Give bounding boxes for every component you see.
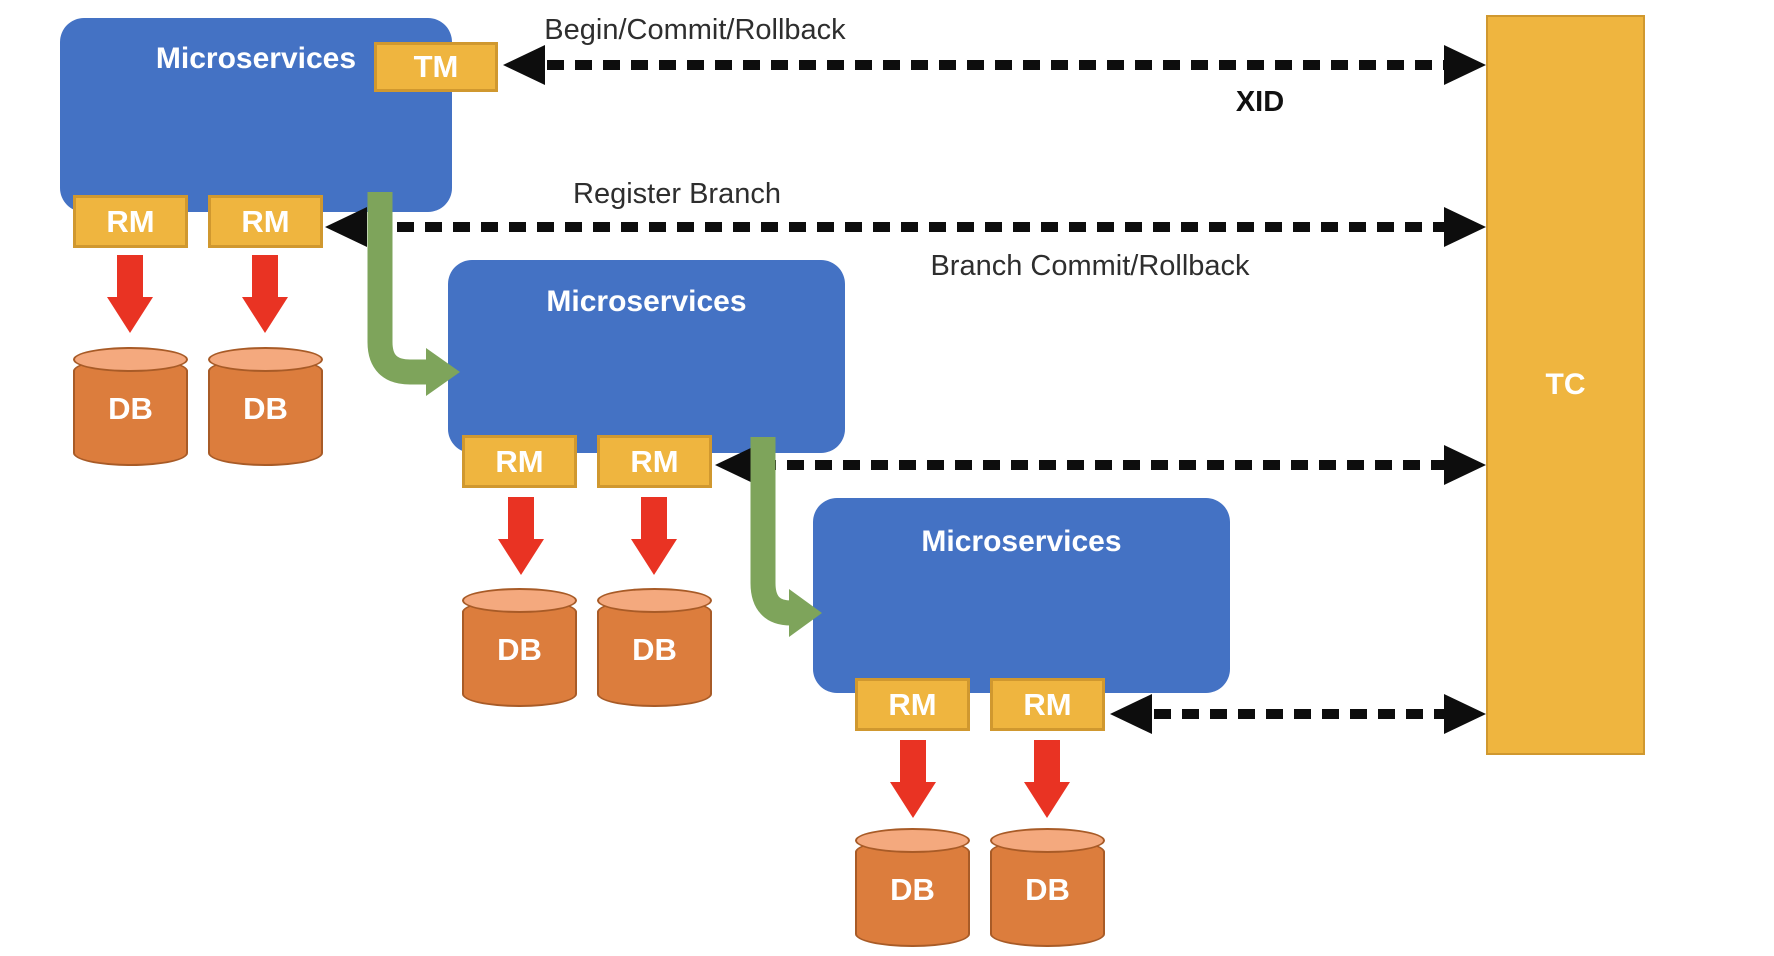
db-cylinder-top — [855, 828, 970, 853]
label-branch-commit-rollback: Branch Commit/Rollback — [930, 250, 1250, 282]
db-cylinder-body — [990, 839, 1105, 947]
db-cylinder: DB — [208, 347, 323, 466]
arrowhead-left-icon — [325, 207, 367, 247]
red-down-arrow — [252, 255, 278, 297]
red-down-arrow — [117, 255, 143, 297]
red-down-arrowhead-icon — [242, 297, 288, 333]
db-label: DB — [497, 632, 542, 667]
microservices-box-3: Microservices — [813, 498, 1230, 693]
red-down-arrow — [900, 740, 926, 782]
rm-badge: RM — [597, 435, 712, 488]
db-cylinder: DB — [990, 828, 1105, 947]
arrowhead-right-icon — [1444, 694, 1486, 734]
microservices-label: Microservices — [546, 285, 747, 318]
arrowhead-left-icon — [715, 445, 757, 485]
arrowhead-right-icon — [1444, 207, 1486, 247]
arrowhead-left-icon — [1110, 694, 1152, 734]
db-label: DB — [243, 391, 288, 426]
red-down-arrow — [508, 497, 534, 539]
green-flow-arrow-2 — [750, 437, 822, 637]
tc-box: TC — [1486, 15, 1645, 755]
dashed-connector-service3 — [1154, 709, 1444, 719]
microservices-label: Microservices — [155, 42, 357, 75]
green-flow-arrow-1 — [367, 192, 460, 396]
db-cylinder-body — [73, 358, 188, 466]
db-cylinder-body — [462, 599, 577, 707]
db-cylinder-top — [990, 828, 1105, 853]
db-cylinder: DB — [462, 588, 577, 707]
red-down-arrow — [641, 497, 667, 539]
db-label: DB — [1025, 872, 1070, 907]
red-down-arrowhead-icon — [107, 297, 153, 333]
db-label: DB — [108, 391, 153, 426]
label-register-branch: Register Branch — [573, 178, 781, 210]
db-cylinder-top — [597, 588, 712, 613]
microservices-box-2: Microservices — [448, 260, 845, 453]
arrowhead-left-icon — [503, 45, 545, 85]
db-label: DB — [632, 632, 677, 667]
tc-label: TC — [1545, 368, 1586, 401]
arrowhead-right-icon — [1444, 445, 1486, 485]
db-cylinder-body — [597, 599, 712, 707]
red-down-arrowhead-icon — [1024, 782, 1070, 818]
rm-badge: RM — [462, 435, 577, 488]
db-label: DB — [890, 872, 935, 907]
rm-badge: RM — [855, 678, 970, 731]
microservices-label: Microservices — [921, 525, 1122, 558]
green-arrowhead-icon — [426, 348, 460, 396]
red-down-arrowhead-icon — [890, 782, 936, 818]
tm-badge: TM — [374, 42, 498, 92]
label-xid: XID — [1235, 86, 1285, 118]
rm-badge: RM — [208, 195, 323, 248]
red-down-arrow — [1034, 740, 1060, 782]
dashed-connector-begin-commit-rollback — [547, 60, 1444, 70]
rm-badge: RM — [73, 195, 188, 248]
arrowhead-right-icon — [1444, 45, 1486, 85]
rm-badge: RM — [990, 678, 1105, 731]
db-cylinder-top — [462, 588, 577, 613]
db-cylinder: DB — [597, 588, 712, 707]
label-begin-commit-rollback: Begin/Commit/Rollback — [544, 14, 846, 46]
red-down-arrowhead-icon — [498, 539, 544, 575]
dashed-connector-register-branch — [369, 222, 1444, 232]
db-cylinder: DB — [855, 828, 970, 947]
db-cylinder: DB — [73, 347, 188, 466]
db-cylinder-top — [208, 347, 323, 372]
red-down-arrowhead-icon — [631, 539, 677, 575]
dashed-connector-service2 — [759, 460, 1444, 470]
db-cylinder-top — [73, 347, 188, 372]
green-arrowhead-icon — [789, 589, 822, 637]
